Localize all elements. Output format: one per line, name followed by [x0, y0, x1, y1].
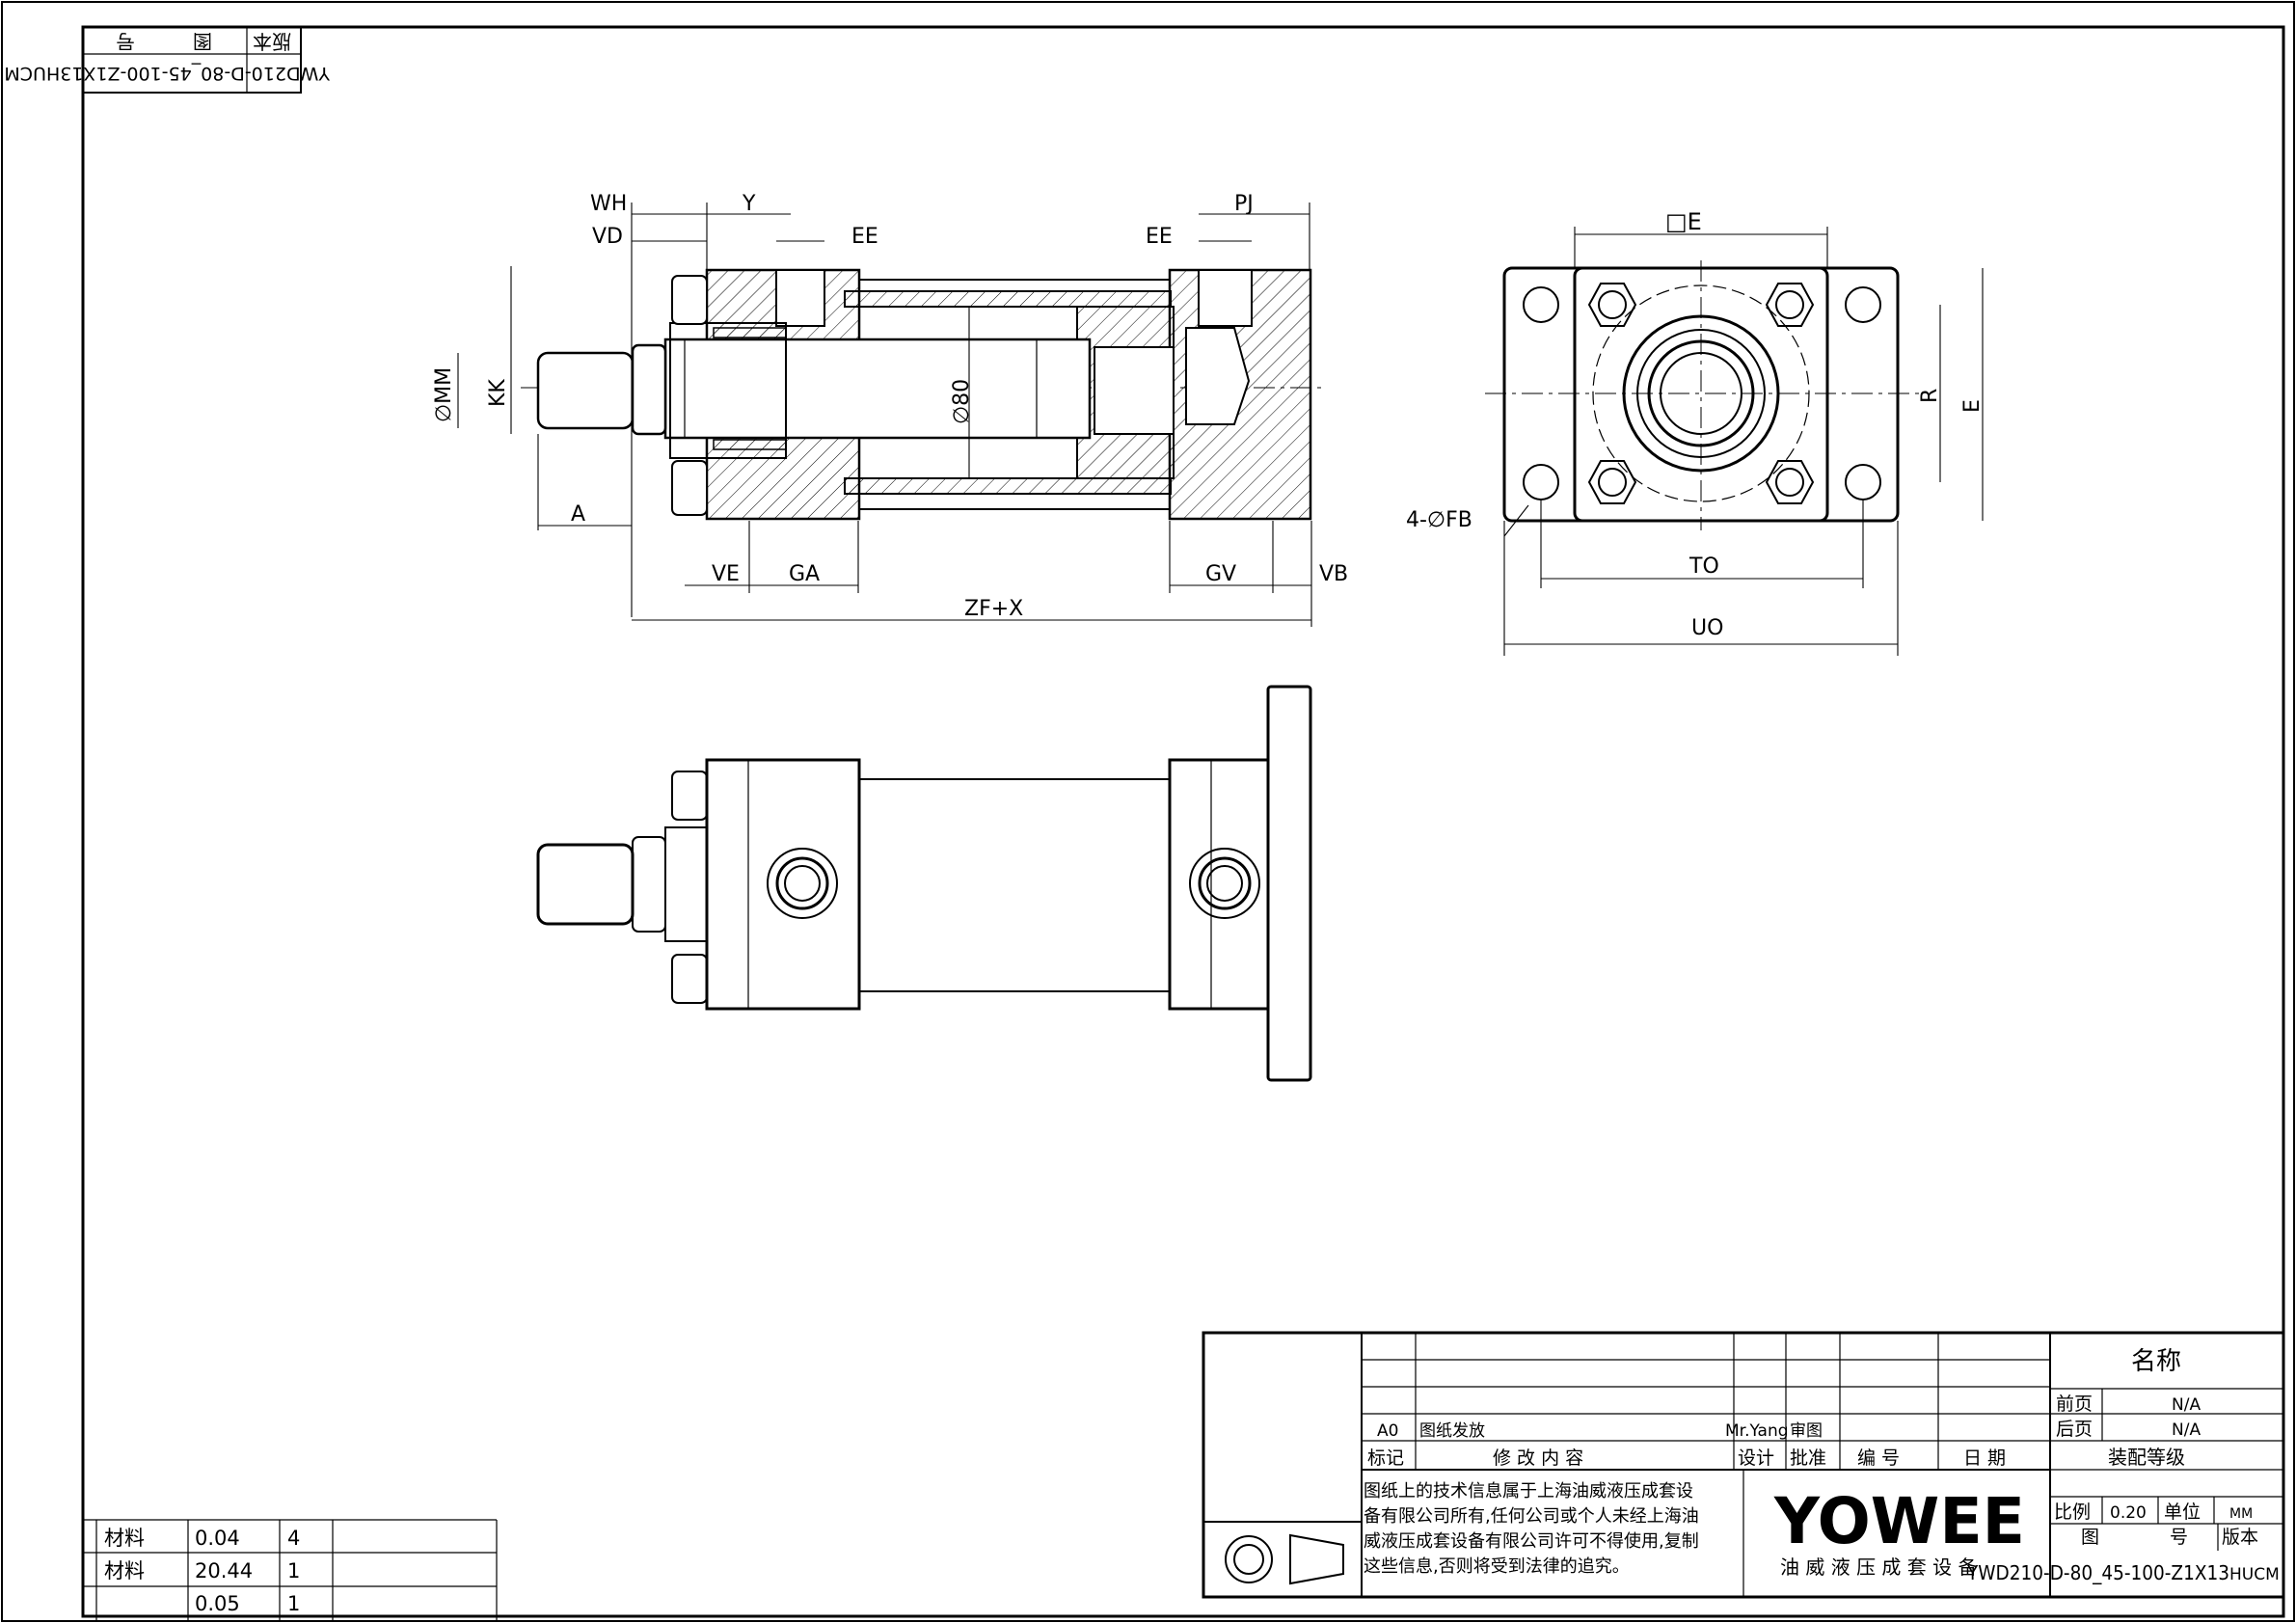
tb-name-label: 名称: [2131, 1347, 2181, 1376]
dim-bore: ∅80: [950, 379, 974, 424]
tb-col-date: 日 期: [1963, 1447, 2006, 1469]
tie-nuts: [1587, 283, 1815, 504]
dim-ga: GA: [789, 562, 820, 586]
tb-unit-label: 单位: [2164, 1501, 2201, 1523]
dim-pj: PJ: [1234, 192, 1254, 216]
tb-notice-line4: 这些信息,否则将受到法律的追究。: [1364, 1556, 1630, 1577]
stamp-value: YWD210-D-80_45-100-Z1X13HUCM: [4, 63, 331, 84]
dim-gv: GV: [1205, 562, 1236, 586]
dim-kk: KK: [486, 379, 510, 407]
tb-notice-line2: 备有限公司所有,任何公司或个人未经上海油: [1364, 1506, 1699, 1527]
tb-scale-label: 比例: [2054, 1501, 2091, 1523]
company-name: 油 威 液 压 成 套 设 备: [1780, 1555, 1978, 1579]
tb-prev-value: N/A: [2172, 1395, 2201, 1415]
section-view: [521, 268, 1326, 521]
tb-scale-value: 0.20: [2110, 1503, 2147, 1523]
piston-rod: [663, 338, 1092, 440]
rear-flange: [1266, 685, 1312, 1082]
stamp-header-right: 版本: [253, 30, 291, 53]
end-view: □E R E 4-∅FB TO UO: [1406, 208, 1985, 656]
tb-number-label: 号: [2170, 1527, 2188, 1548]
dim-to: TO: [1688, 555, 1719, 579]
tb-notice-line3: 威液压成套设备有限公司许可不得使用,复制: [1364, 1531, 1699, 1552]
title-block: 名称 前页 N/A 后页 N/A 装配等级 A0 图纸发放 Mr.Yang 审图…: [1202, 1331, 2285, 1599]
dim-ee-left: EE: [851, 225, 878, 249]
dim-mm: ∅MM: [432, 367, 456, 422]
tb-next-value: N/A: [2172, 1420, 2201, 1440]
parts-row3-qty: 1: [287, 1592, 300, 1615]
tb-version-value: HUCM: [2229, 1565, 2280, 1584]
dim-wh: WH: [590, 192, 627, 216]
parts-row2-value: 20.44: [195, 1559, 253, 1582]
tb-review: 审图: [1790, 1421, 1823, 1441]
parts-row3-value: 0.05: [195, 1592, 240, 1615]
tb-notice-line1: 图纸上的技术信息属于上海油威液压成套设: [1364, 1481, 1693, 1501]
stamp-header-left: 号: [116, 30, 135, 53]
tb-drawing-number: YWD210-D-80_45-100-Z1X13: [1966, 1561, 2229, 1584]
side-view: [536, 685, 1312, 1082]
parts-row2-name: 材料: [104, 1559, 145, 1582]
tb-prev-label: 前页: [2056, 1393, 2093, 1415]
projection-symbol: [1225, 1533, 1344, 1585]
dim-ee-right: EE: [1146, 225, 1173, 249]
tb-col-approve: 批准: [1790, 1447, 1826, 1469]
section-dimensions: WH Y VD EE EE PJ ∅MM KK ∅80 A VE GA GV V…: [432, 192, 1348, 627]
tb-next-label: 后页: [2056, 1419, 2093, 1440]
tb-drawing-label: 图: [2081, 1527, 2099, 1548]
company-logo: YOWEE: [1773, 1484, 2025, 1558]
inner-frame: [81, 25, 2285, 1618]
stamp-header-mid: 图: [193, 30, 212, 53]
dim-fb: 4-∅FB: [1406, 508, 1472, 532]
dim-y: Y: [742, 192, 756, 216]
dim-ve: VE: [712, 562, 740, 586]
parts-row2-qty: 1: [287, 1559, 300, 1582]
dim-uo: UO: [1691, 616, 1723, 640]
dim-r: R: [1918, 389, 1942, 403]
parts-table: 材料 0.04 4 材料 20.44 1 0.05 1: [83, 1519, 498, 1621]
tb-designer: Mr.Yang: [1725, 1421, 1789, 1441]
dim-a: A: [571, 502, 585, 527]
parts-row1-qty: 4: [287, 1527, 300, 1550]
tb-unit-value: MM: [2229, 1506, 2253, 1522]
dim-e-top: □E: [1665, 208, 1702, 235]
dim-e-side: E: [1960, 399, 1985, 413]
dim-zfx: ZF+X: [964, 597, 1023, 621]
tb-col-content: 修 改 内 容: [1493, 1447, 1583, 1469]
tb-rev-code: A0: [1377, 1421, 1398, 1441]
tb-col-number: 编 号: [1857, 1447, 1900, 1469]
tb-assembly-level: 装配等级: [2108, 1446, 2185, 1469]
rod-thread: [536, 351, 635, 430]
drawing-number-stamp: 号 图 版本 YWD210-D-80_45-100-Z1X13HUCM: [4, 26, 331, 94]
tb-col-mark: 标记: [1367, 1447, 1404, 1469]
parts-row1-value: 0.04: [195, 1527, 240, 1550]
tb-version-label: 版本: [2222, 1527, 2258, 1548]
parts-row1-name: 材料: [104, 1527, 145, 1550]
dim-vb: VB: [1319, 562, 1348, 586]
tb-rev-text: 图纸发放: [1419, 1421, 1485, 1441]
tb-col-design: 设计: [1738, 1447, 1774, 1469]
dim-vd: VD: [592, 225, 623, 249]
